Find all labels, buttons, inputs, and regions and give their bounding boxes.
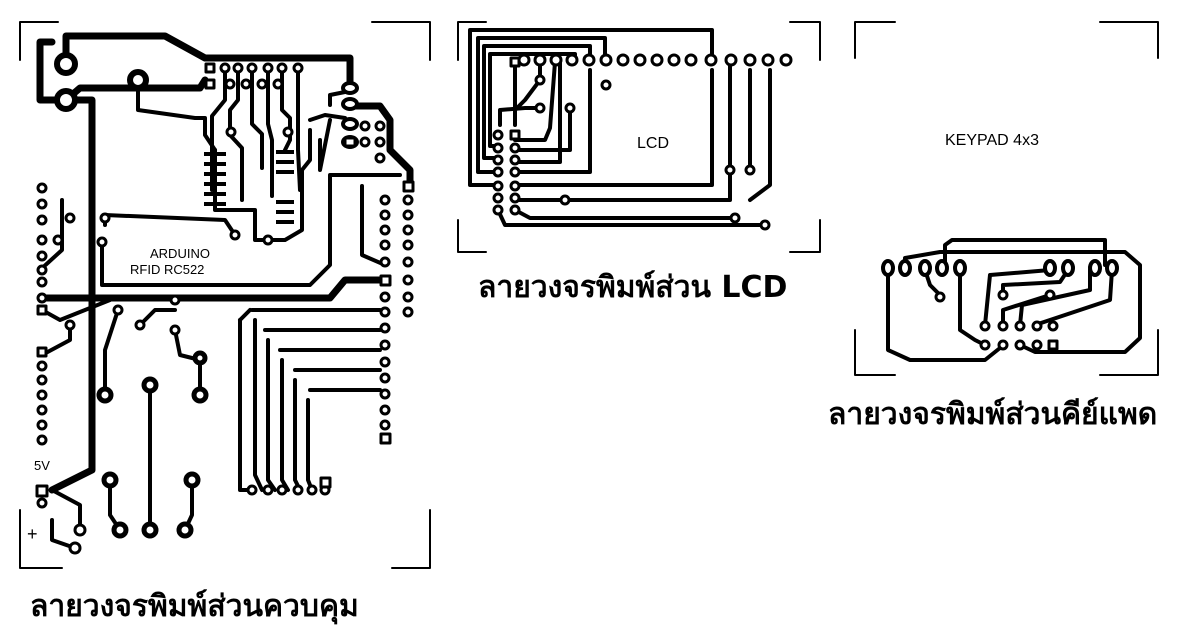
control-board-corner-marks — [19, 21, 431, 569]
control-large-pads — [54, 52, 149, 112]
control-square-pads — [35, 62, 415, 498]
control-medium-pads — [96, 350, 209, 539]
lcd-section-caption: ลายวงจรพิมพ์ส่วน LCD — [478, 270, 788, 305]
keypad-section-caption: ลายวงจรพิมพ์ส่วนคีย์แพด — [828, 397, 1158, 432]
keypad-round-pads — [934, 289, 1059, 351]
keypad-oval-pads — [881, 259, 1119, 277]
control-round-pads — [36, 62, 414, 555]
lcd-traces — [468, 28, 772, 227]
keypad-corner-marks — [854, 21, 1159, 376]
lcd-pads — [492, 53, 793, 231]
control-silk-labels: ARDUINO RFID RC522 5V + — [27, 246, 210, 544]
keypad-board: KEYPAD 4x3 — [854, 21, 1159, 376]
lcd-label: LCD — [637, 135, 669, 152]
rfid-label: RFID RC522 — [130, 262, 204, 277]
lcd-board: LCD — [457, 21, 821, 253]
five-volt-label: 5V — [34, 458, 50, 473]
plus-label: + — [27, 524, 38, 544]
control-board: ARDUINO RFID RC522 5V + — [19, 21, 431, 569]
keypad-traces — [886, 238, 1142, 362]
control-section-caption: ลายวงจรพิมพ์ส่วนควบคุม — [30, 589, 359, 624]
keypad-label: KEYPAD 4x3 — [945, 132, 1039, 149]
arduino-label: ARDUINO — [150, 246, 210, 261]
control-ic-pads — [204, 150, 294, 224]
lcd-corner-marks — [457, 21, 821, 253]
